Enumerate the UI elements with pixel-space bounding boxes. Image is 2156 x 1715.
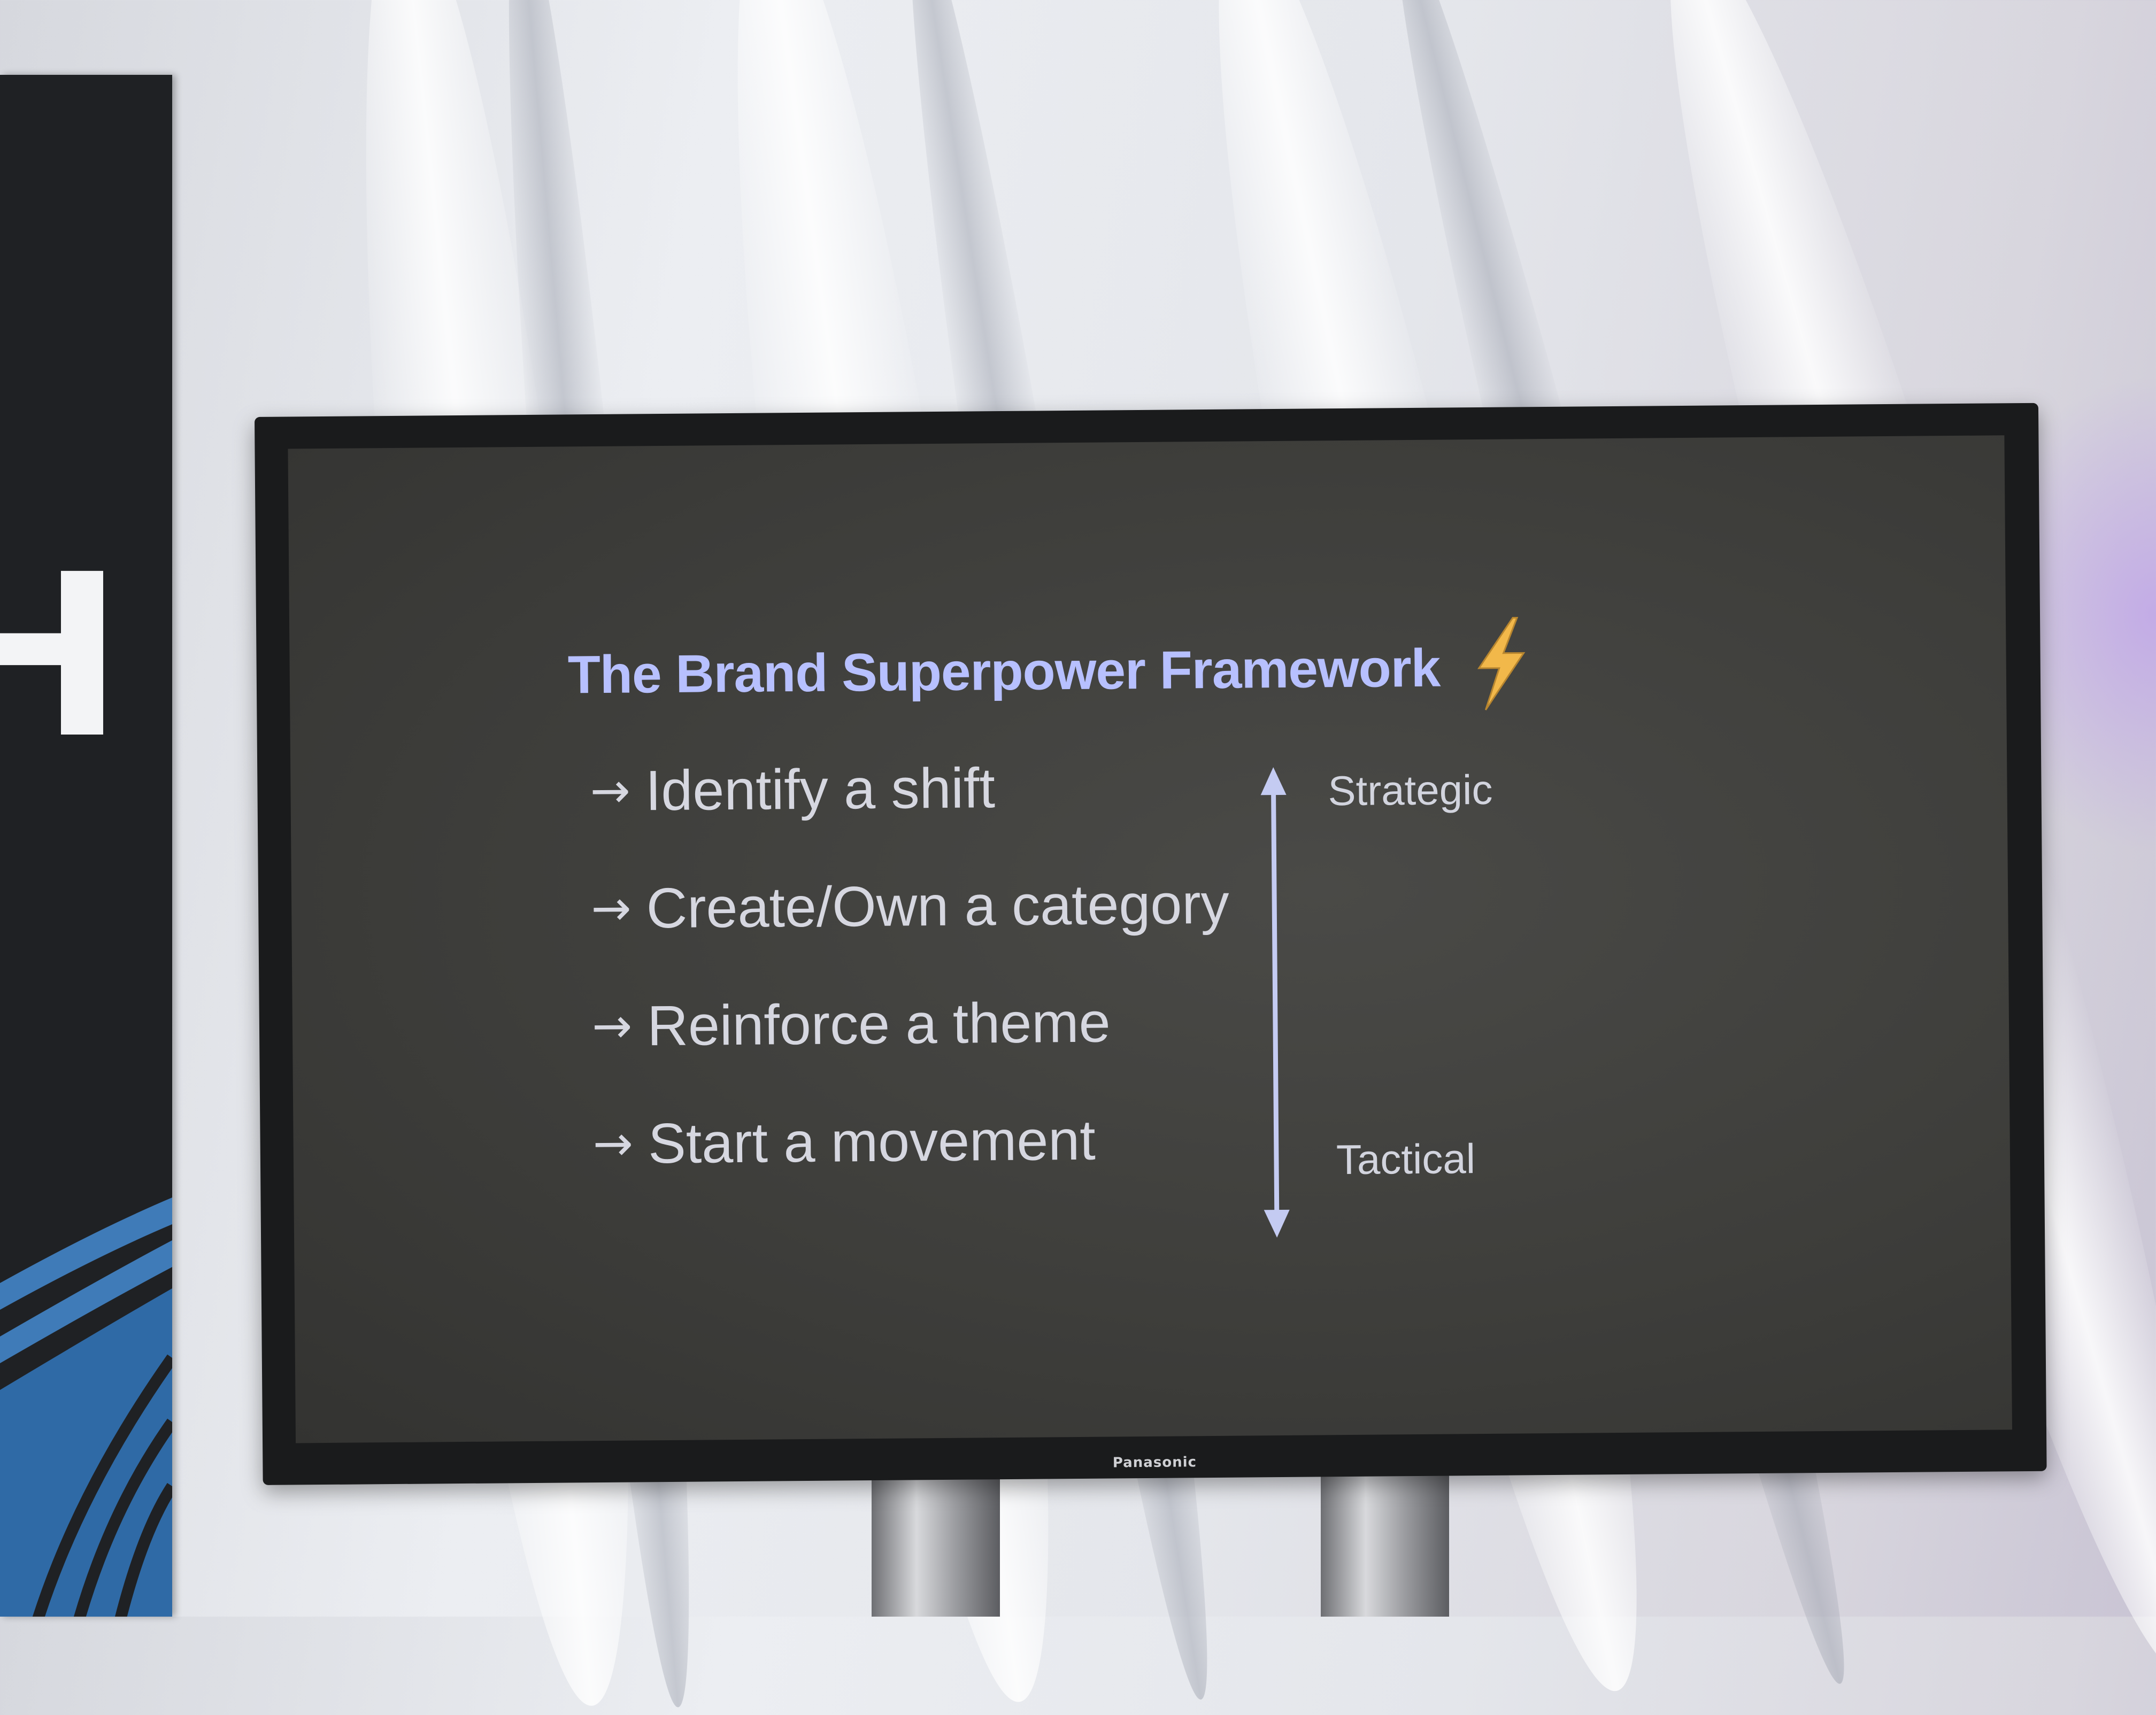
right-arrow-icon: → (590, 762, 631, 820)
event-banner: H (0, 75, 172, 1617)
stand-pole-left (872, 1475, 1000, 1617)
double-headed-vertical-arrow-icon (1260, 767, 1290, 1238)
right-arrow-icon: → (591, 998, 633, 1055)
banner-stripes (0, 1198, 172, 1617)
display-monitor: The Brand Superpower Framework →Identify… (255, 403, 2047, 1485)
list-item-text: Start a movement (648, 1108, 1096, 1176)
right-arrow-icon: → (590, 880, 632, 937)
list-item-text: Identify a shift (645, 756, 996, 823)
slide-title: The Brand Superpower Framework (567, 638, 1441, 705)
list-item: →Identify a shift (590, 756, 995, 824)
right-arrow-icon: → (592, 1115, 634, 1172)
lightning-bolt-icon (1477, 616, 1526, 710)
list-item: →Reinforce a theme (592, 990, 1111, 1059)
axis-label-tactical: Tactical (1336, 1135, 1476, 1184)
banner-letter: H (0, 527, 124, 788)
monitor-brand-logo: Panasonic (1112, 1454, 1197, 1471)
list-item: →Create/Own a category (591, 872, 1229, 941)
list-item: →Start a movement (592, 1108, 1096, 1177)
stand-pole-right (1321, 1475, 1449, 1617)
list-item-text: Reinforce a theme (646, 991, 1111, 1058)
axis-label-strategic: Strategic (1328, 766, 1493, 815)
list-item-text: Create/Own a category (646, 872, 1230, 940)
presentation-slide: The Brand Superpower Framework →Identify… (288, 435, 2012, 1443)
